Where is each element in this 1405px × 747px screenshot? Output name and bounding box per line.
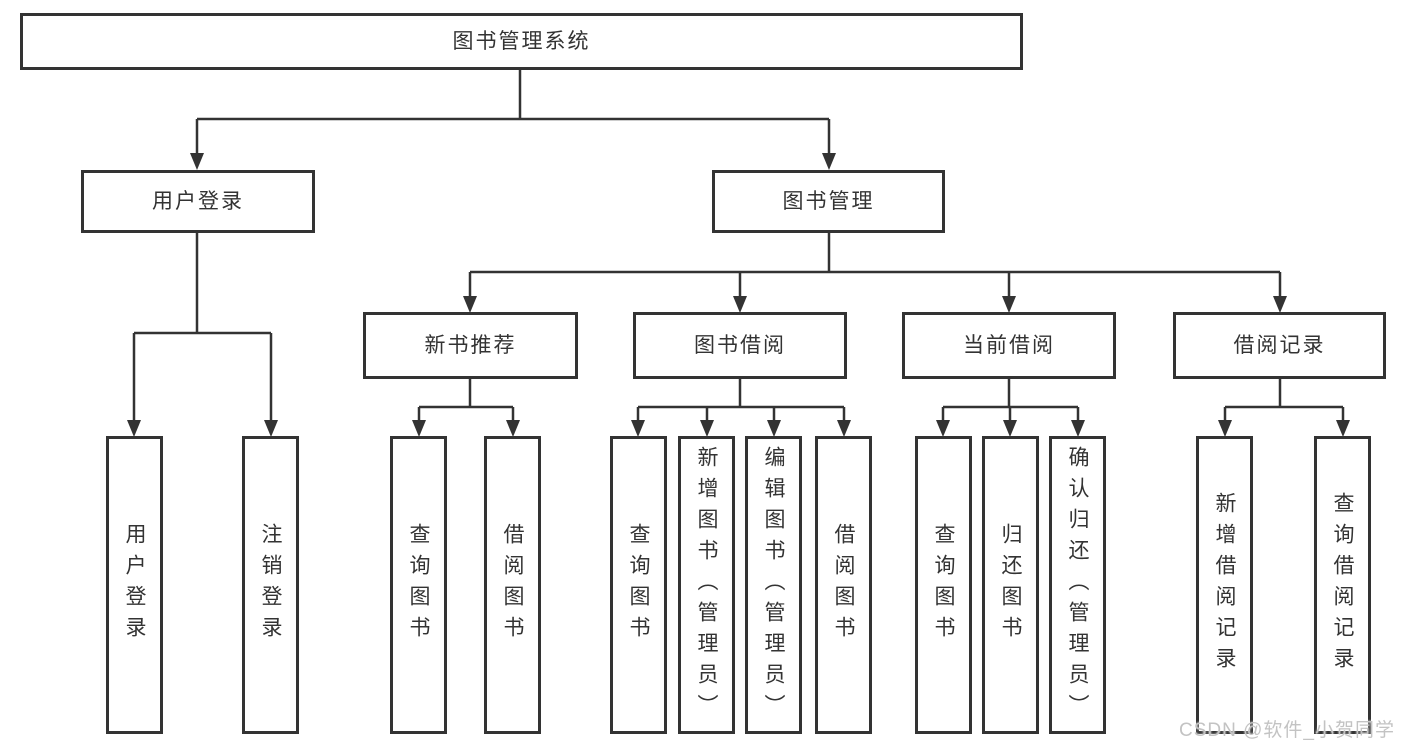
leaf-edit-books-admin: 编辑图书（管理员） xyxy=(745,436,802,734)
leaf-add-books-admin: 新增图书（管理员） xyxy=(678,436,735,734)
leaf-query-borrow-record: 查询借阅记录 xyxy=(1314,436,1371,734)
leaf-query-books-2: 查询图书 xyxy=(610,436,667,734)
leaf-borrow-books-1: 借阅图书 xyxy=(484,436,541,734)
node-book-borrow: 图书借阅 xyxy=(633,312,847,379)
leaf-confirm-return-admin: 确认归还（管理员） xyxy=(1049,436,1106,734)
node-borrow-records: 借阅记录 xyxy=(1173,312,1386,379)
leaf-user-login: 用户登录 xyxy=(106,436,163,734)
node-user-login: 用户登录 xyxy=(81,170,315,233)
leaf-query-books-3: 查询图书 xyxy=(915,436,972,734)
arrowheads xyxy=(127,153,1350,437)
node-new-book-recommend: 新书推荐 xyxy=(363,312,578,379)
leaf-logout: 注销登录 xyxy=(242,436,299,734)
node-current-borrow: 当前借阅 xyxy=(902,312,1116,379)
leaf-add-borrow-record: 新增借阅记录 xyxy=(1196,436,1253,734)
node-book-management: 图书管理 xyxy=(712,170,945,233)
leaf-borrow-books-2: 借阅图书 xyxy=(815,436,872,734)
leaf-return-books: 归还图书 xyxy=(982,436,1039,734)
leaf-query-books-1: 查询图书 xyxy=(390,436,447,734)
node-root-system: 图书管理系统 xyxy=(20,13,1023,70)
csdn-watermark: CSDN @软件_小贺同学 xyxy=(1179,720,1395,741)
